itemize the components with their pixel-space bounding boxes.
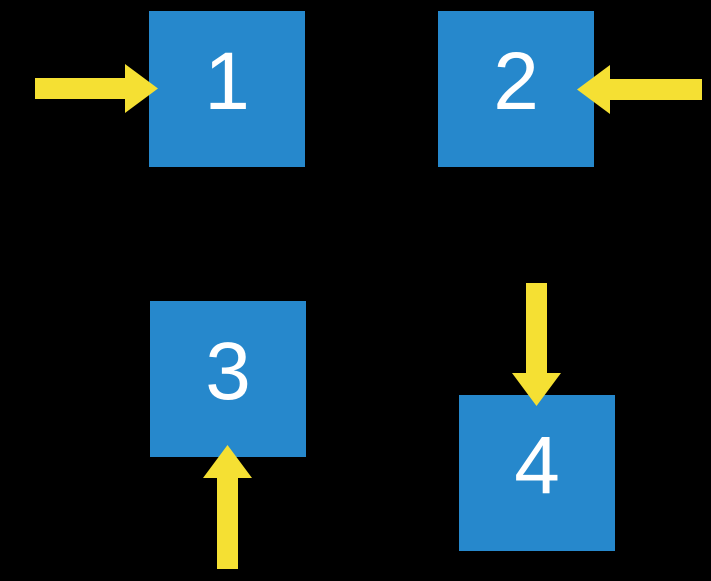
box-2-label: 2 bbox=[493, 36, 539, 127]
box-4-label: 4 bbox=[514, 420, 560, 511]
arrow-up-icon bbox=[203, 445, 252, 569]
box-4[interactable]: 4 bbox=[459, 395, 615, 551]
box-1[interactable]: 1 bbox=[149, 11, 305, 167]
box-3[interactable]: 3 bbox=[150, 301, 306, 457]
arrow-right-icon bbox=[35, 64, 158, 113]
box-2[interactable]: 2 bbox=[438, 11, 594, 167]
box-1-label: 1 bbox=[204, 36, 250, 127]
arrow-left-icon bbox=[577, 65, 702, 114]
arrow-down-icon bbox=[512, 283, 561, 406]
box-3-label: 3 bbox=[205, 326, 251, 417]
